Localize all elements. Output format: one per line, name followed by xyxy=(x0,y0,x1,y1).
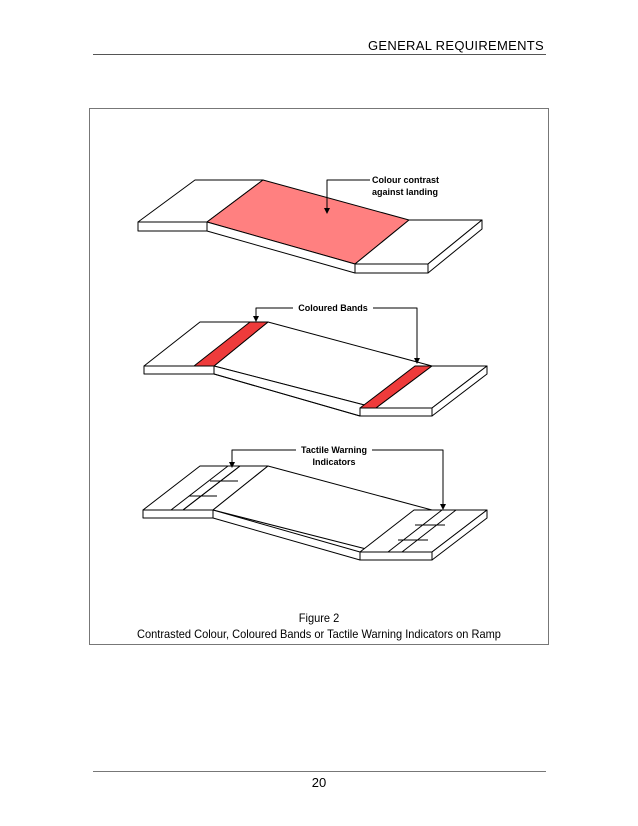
page-number: 20 xyxy=(311,775,327,790)
ramp-coloured-bands xyxy=(143,307,488,417)
leader-line-right xyxy=(372,449,444,508)
figure-frame xyxy=(89,108,549,645)
right-landing-front xyxy=(354,263,429,274)
tactile-line xyxy=(387,509,443,553)
header-divider xyxy=(93,54,546,55)
left-coloured-band xyxy=(193,321,269,367)
figure-caption: Figure 2 Contrasted Colour, Coloured Ban… xyxy=(107,610,530,642)
tactile-line xyxy=(401,509,457,553)
leader-arrow xyxy=(324,208,330,214)
leader-arrow-right xyxy=(414,358,420,364)
right-landing-front xyxy=(359,407,433,417)
leader-arrow-right xyxy=(440,504,446,510)
right-landing-front xyxy=(359,551,433,561)
left-landing-front xyxy=(142,509,214,519)
tactile-line xyxy=(182,465,241,511)
footer-divider xyxy=(93,771,546,772)
ramp-colour-contrast xyxy=(137,179,483,274)
header-title: GENERAL REQUIREMENTS xyxy=(368,38,544,53)
right-landing-side xyxy=(431,365,488,417)
label-tactile-line2: Indicators xyxy=(312,457,355,467)
leader-arrow-left xyxy=(229,462,235,468)
left-landing-front xyxy=(143,365,215,375)
left-landing-front xyxy=(137,221,208,232)
leader-line xyxy=(326,179,370,212)
label-tactile-line1: Tactile Warning xyxy=(301,445,367,455)
figure-caption-text: Contrasted Colour, Coloured Bands or Tac… xyxy=(137,627,501,641)
leader-line-left xyxy=(231,449,296,466)
label-colour-contrast-line2: against landing xyxy=(372,187,438,197)
figure-number: Figure 2 xyxy=(298,611,340,625)
label-coloured-bands: Coloured Bands xyxy=(298,303,368,313)
right-landing-side xyxy=(427,219,483,274)
ramp-tactile-indicators xyxy=(142,449,488,561)
leader-arrow-left xyxy=(253,316,259,322)
leader-line-right xyxy=(373,307,418,362)
right-landing-side xyxy=(431,509,488,561)
ramp-underside xyxy=(213,373,361,417)
leader-line-left xyxy=(255,307,293,320)
label-colour-contrast-line1: Colour contrast xyxy=(372,175,439,185)
